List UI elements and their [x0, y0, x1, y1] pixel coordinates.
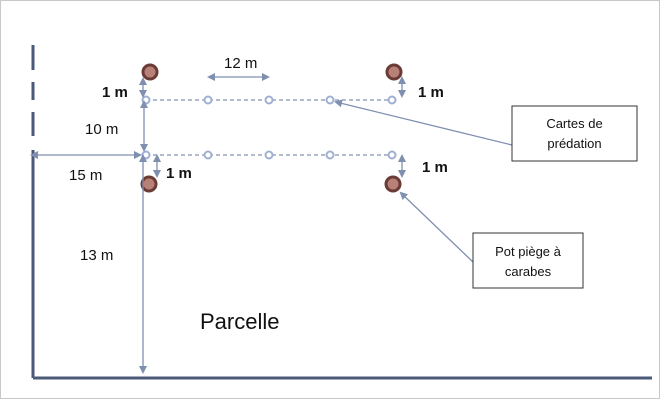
- callout-predation-line2: prédation: [547, 136, 601, 151]
- label-10m: 10 m: [85, 121, 118, 138]
- predation-card-marker: [203, 150, 213, 160]
- pitfall-traps: [140, 63, 403, 193]
- callout-box-predation-cards: Cartes de prédation: [511, 105, 638, 162]
- pitfall-trap-icon: [385, 63, 403, 81]
- callout-trap-line2: carabes: [505, 264, 552, 279]
- predation-card-marker: [203, 95, 213, 105]
- predation-card-marker: [264, 150, 274, 160]
- callout-trap-line1: Pot piège à: [495, 244, 562, 259]
- label-1m-bottom-right: 1 m: [422, 159, 448, 176]
- pitfall-trap-icon: [141, 63, 159, 81]
- predation-card-marker: [141, 95, 151, 105]
- label-12m: 12 m: [224, 55, 257, 72]
- label-1m-top-right: 1 m: [418, 84, 444, 101]
- callout-arrow-pitfall-trap: [399, 191, 474, 263]
- label-13m: 13 m: [80, 247, 113, 264]
- label-parcelle: Parcelle: [200, 309, 279, 334]
- predation-card-marker: [387, 150, 397, 160]
- label-15m: 15 m: [69, 167, 102, 184]
- pitfall-trap-icon: [140, 175, 158, 193]
- predation-card-marker: [325, 95, 335, 105]
- predation-card-marker: [264, 95, 274, 105]
- label-1m-bottom-left: 1 m: [166, 165, 192, 182]
- callout-box-pitfall-trap: Pot piège à carabes: [472, 232, 584, 289]
- callout-predation-line1: Cartes de: [546, 116, 602, 131]
- pitfall-trap-icon: [384, 175, 402, 193]
- predation-cards-top-row: [141, 95, 397, 105]
- predation-card-marker: [387, 95, 397, 105]
- label-1m-top-left: 1 m: [102, 84, 128, 101]
- predation-card-marker: [141, 150, 151, 160]
- callout-arrow-predation-cards: [334, 99, 513, 146]
- predation-card-marker: [325, 150, 335, 160]
